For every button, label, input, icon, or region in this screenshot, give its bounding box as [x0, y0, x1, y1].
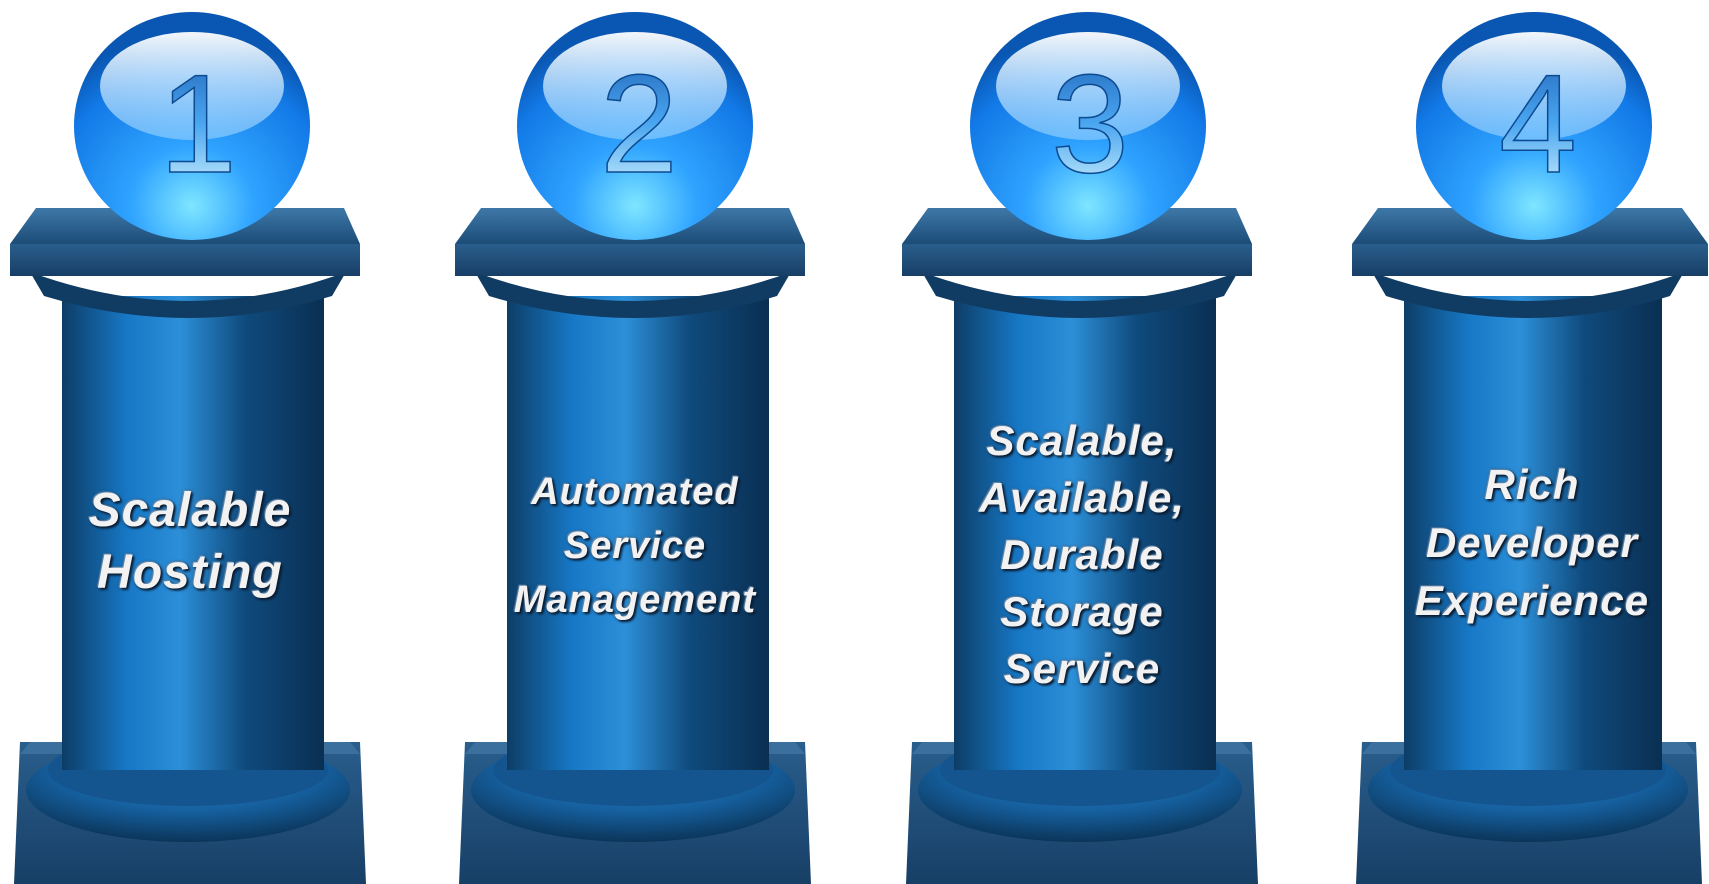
pillar-1-number: 1 [159, 45, 237, 202]
pillar-3-number: 3 [1051, 45, 1129, 202]
pillar-4-graphic: 4 [1352, 12, 1708, 884]
pillar-3: 3 Scalable, Available, Durable Storage S… [902, 0, 1262, 884]
pillar-3-label-line: Storage [1000, 588, 1164, 635]
pillar-1-label-line: Scalable [88, 484, 292, 537]
pillar-2-number: 2 [600, 45, 678, 202]
pillar-1-label: Scalable Hosting [50, 480, 330, 604]
pillar-3-label-line: Durable [1000, 531, 1164, 578]
pillar-4-label: Rich Developer Experience [1392, 456, 1672, 630]
pillar-1-label-line: Hosting [97, 546, 283, 599]
pillar-2-label: Automated Service Management [495, 465, 775, 627]
pillar-4-label-line: Developer [1425, 519, 1639, 566]
pillar-2-label-line: Management [513, 579, 757, 621]
pillar-2: 2 Automated Service Management [455, 0, 815, 884]
pillar-3-label: Scalable, Available, Durable Storage Ser… [942, 412, 1222, 697]
pillar-3-graphic: 3 [902, 12, 1258, 884]
pillar-2-label-line: Service [563, 525, 707, 567]
pillar-4: 4 Rich Developer Experience [1352, 0, 1709, 884]
pillar-3-label-line: Scalable, [986, 417, 1178, 464]
pillar-3-label-line: Service [1003, 645, 1161, 692]
pillar-2-graphic: 2 [455, 12, 811, 884]
pillar-2-label-line: Automated [531, 471, 739, 513]
pillar-4-label-line: Experience [1414, 577, 1650, 624]
pillar-4-number: 4 [1499, 45, 1577, 202]
pillar-4-label-line: Rich [1484, 461, 1580, 508]
pillar-3-label-line: Available, [978, 474, 1186, 521]
pillar-1-graphic: 1 [10, 12, 366, 884]
pillar-1: 1 Scalable Hosting [10, 0, 370, 884]
